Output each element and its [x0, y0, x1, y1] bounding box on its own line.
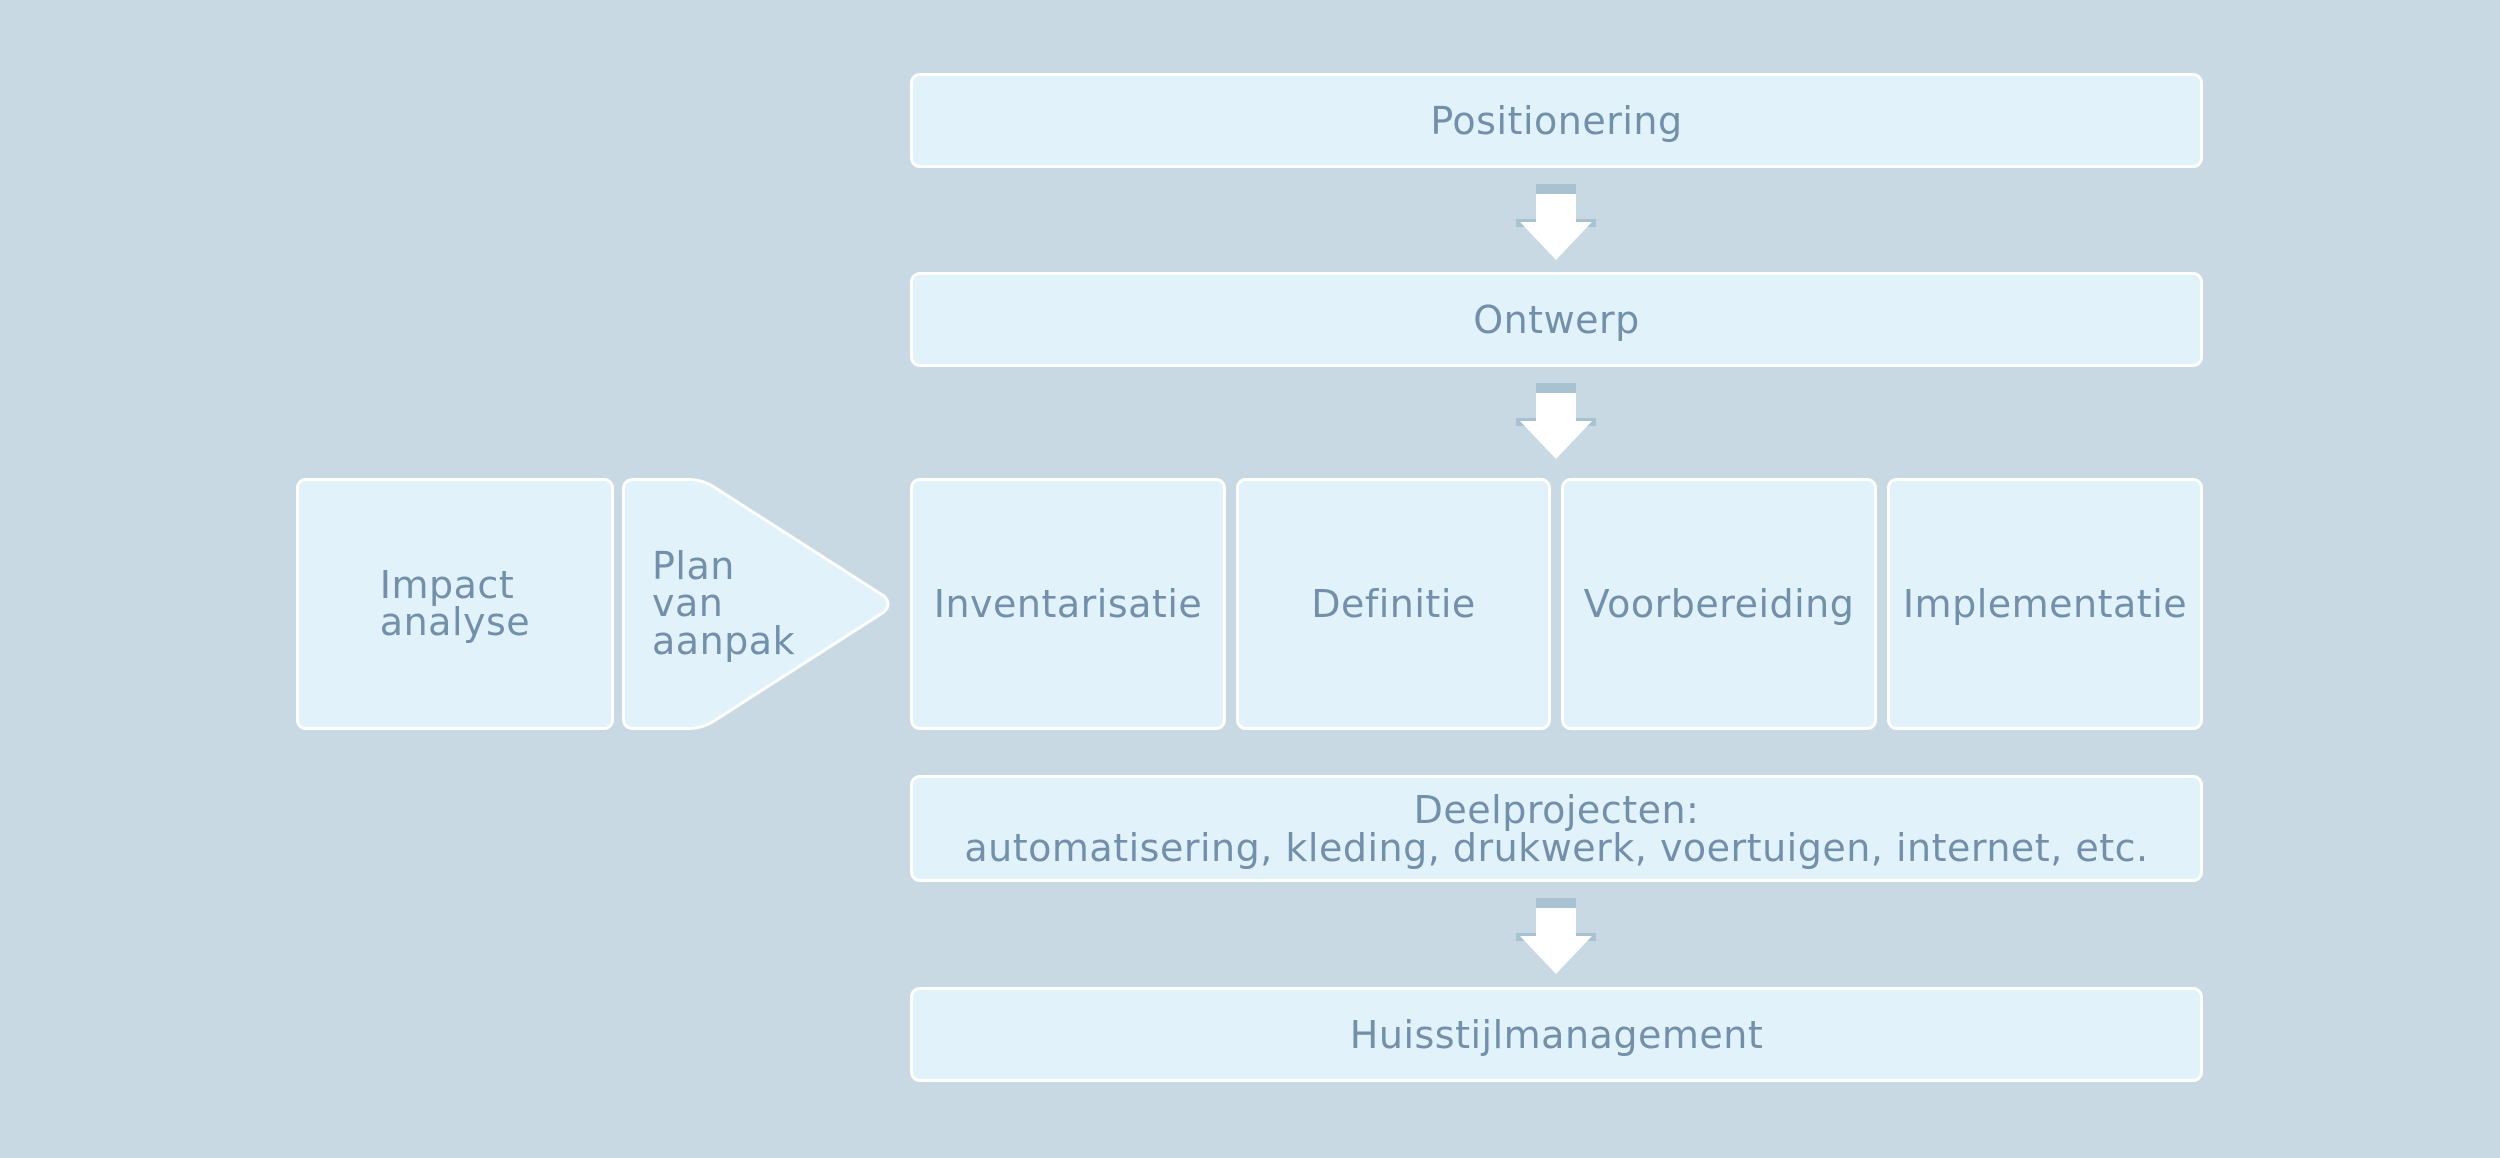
- definitie-label: Definitie: [1311, 582, 1476, 626]
- down-arrow-icon: [1516, 898, 1596, 974]
- positionering-label: Positionering: [1430, 98, 1683, 143]
- inventarisatie-label: Inventarisatie: [933, 582, 1203, 626]
- implementatie-label: Implementatie: [1902, 582, 2188, 626]
- voorbereiding-label: Voorbereiding: [1583, 582, 1855, 626]
- ontwerp-box: Ontwerp: [910, 272, 2203, 367]
- deelprojecten-box: Deelprojecten: automatisering, kleding, …: [910, 775, 2203, 882]
- plan-van-aanpak-label: Plan van aanpak: [652, 478, 795, 730]
- deelprojecten-list: automatisering, kleding, drukwerk, voert…: [964, 825, 2149, 870]
- plan-van-aanpak-chevron: [622, 478, 890, 730]
- plan-van-aanpak-line2: van: [652, 581, 724, 626]
- down-arrow-icon: [1516, 383, 1596, 459]
- impact-analyse-box: Impact analyse: [296, 478, 614, 730]
- ontwerp-label: Ontwerp: [1473, 297, 1640, 342]
- huisstijlmanagement-box: Huisstijlmanagement: [910, 987, 2203, 1082]
- positionering-box: Positionering: [910, 73, 2203, 168]
- inventarisatie-box: Inventarisatie: [910, 478, 1226, 730]
- implementatie-box: Implementatie: [1887, 478, 2203, 730]
- definitie-box: Definitie: [1236, 478, 1551, 730]
- down-arrow-icon: [1516, 184, 1596, 260]
- voorbereiding-box: Voorbereiding: [1561, 478, 1877, 730]
- plan-van-aanpak-line3: aanpak: [652, 618, 796, 663]
- huisstijlmanagement-label: Huisstijlmanagement: [1349, 1012, 1764, 1057]
- impact-analyse-line2: analyse: [379, 600, 531, 644]
- deelprojecten-title: Deelprojecten:: [1413, 787, 1700, 832]
- impact-analyse-line1: Impact: [379, 562, 515, 607]
- plan-van-aanpak-line1: Plan: [652, 544, 735, 589]
